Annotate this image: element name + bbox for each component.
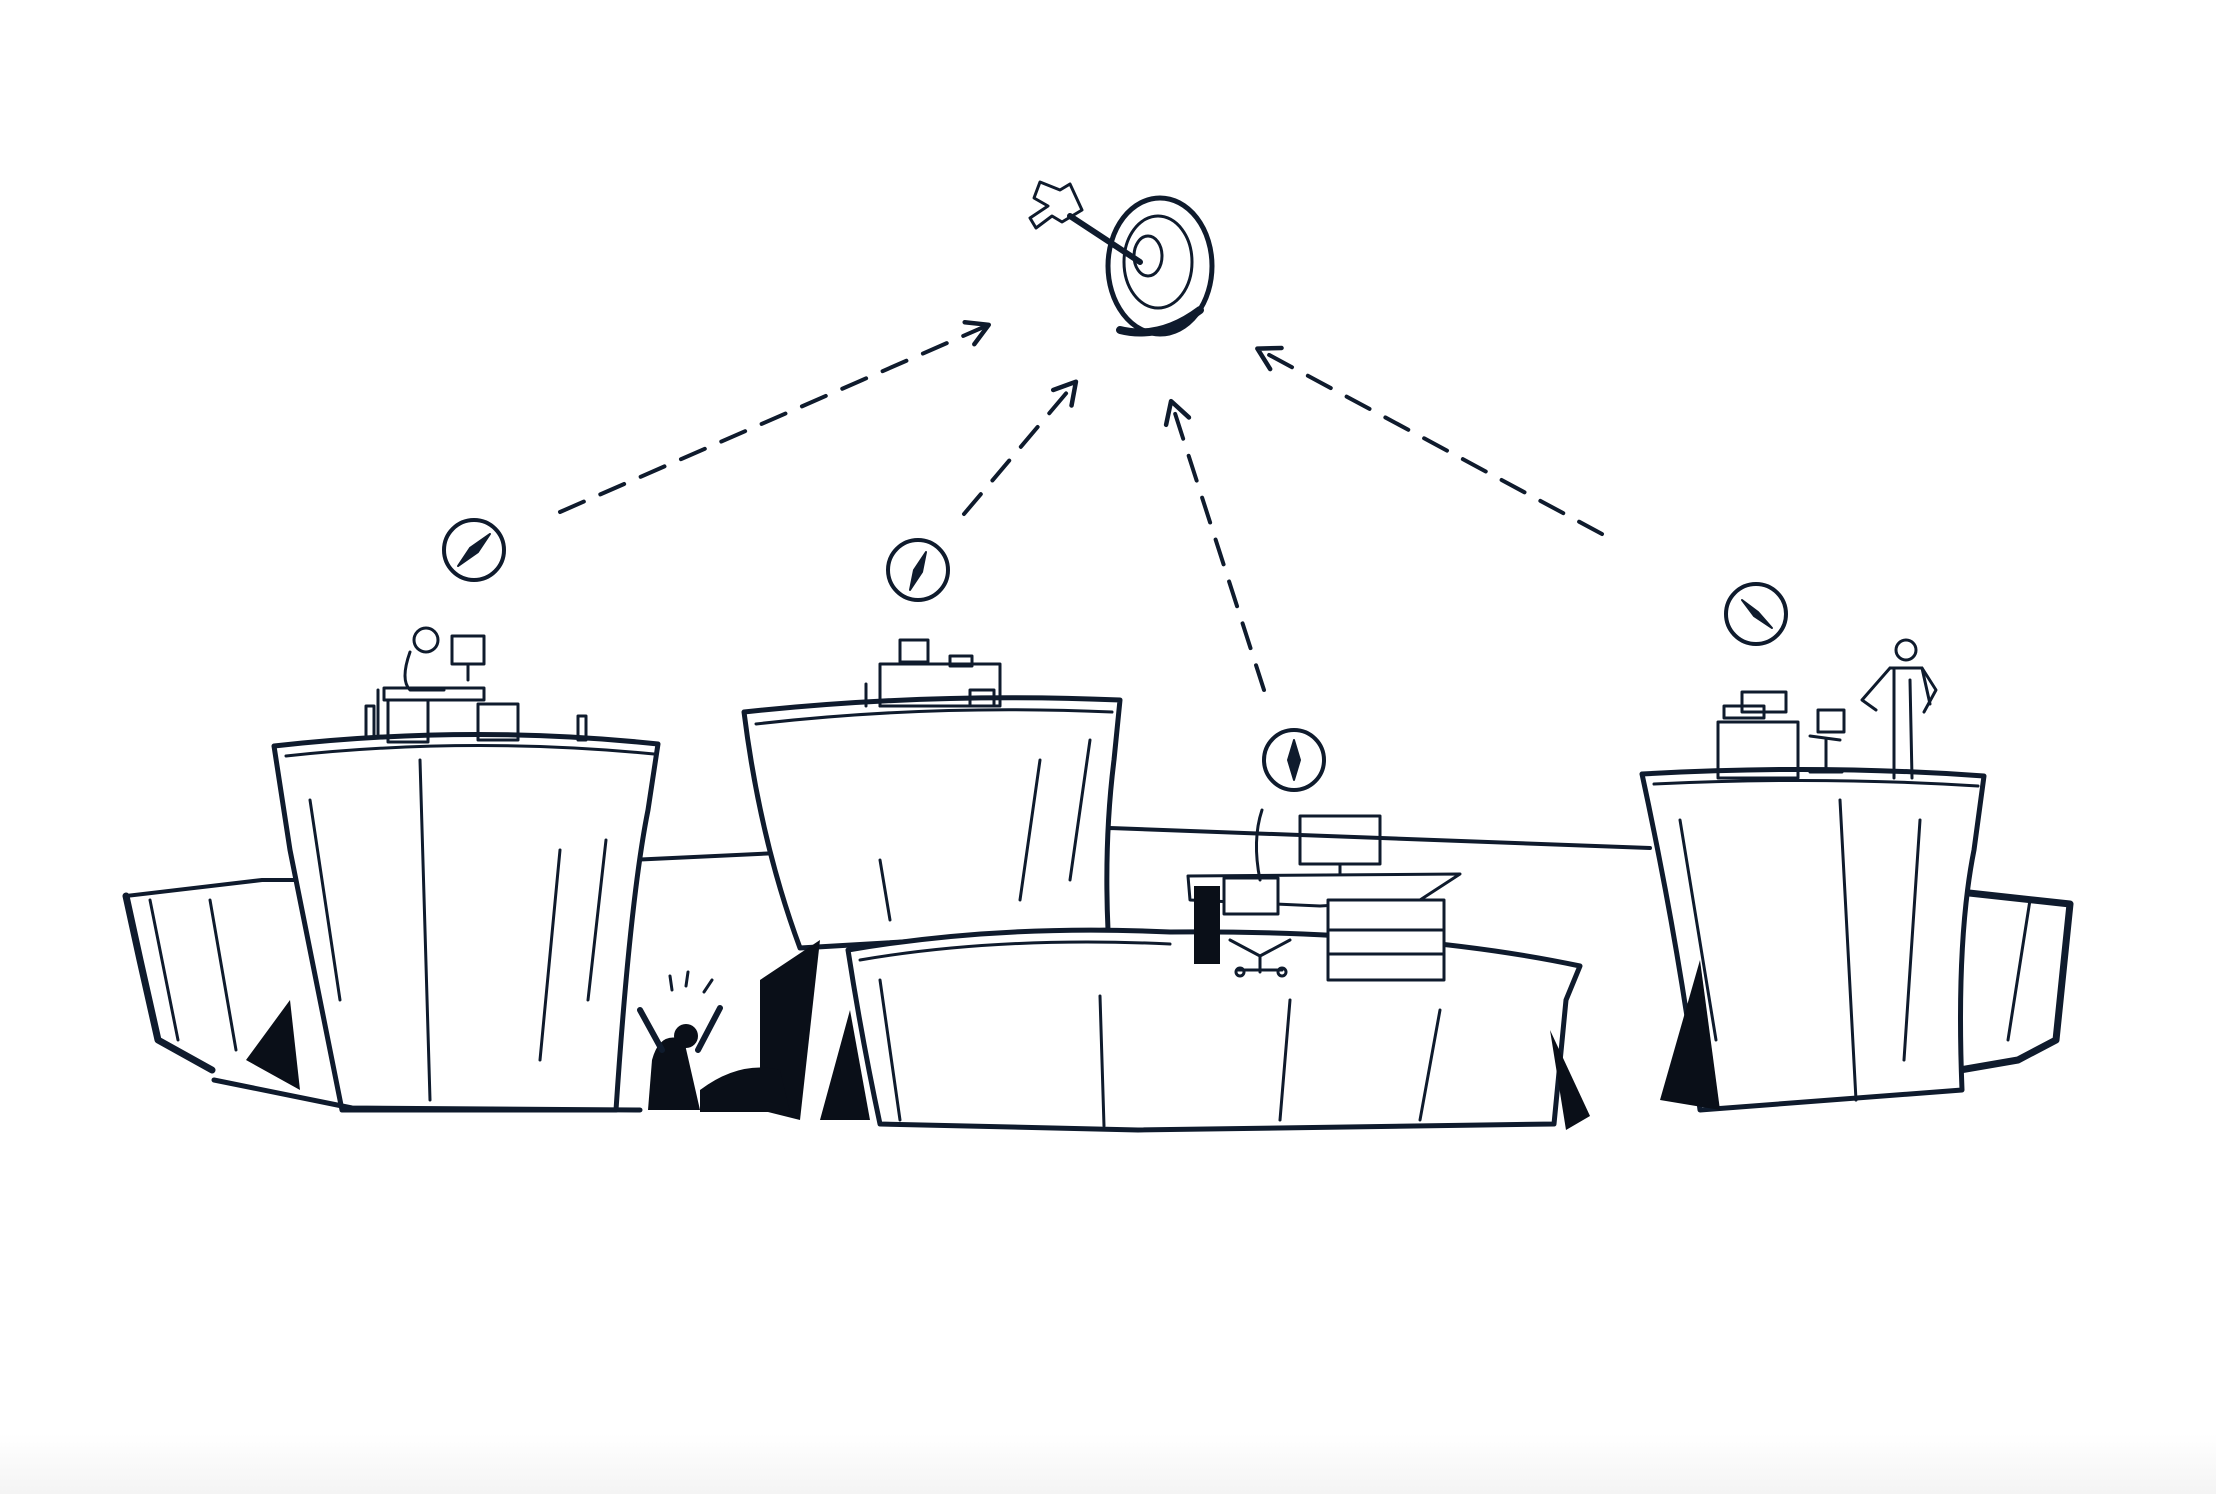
compass-icon — [1724, 582, 1788, 646]
pillar-2 — [741, 695, 1123, 1120]
floor-shadow — [0, 1434, 2216, 1494]
workstation-3 — [1186, 808, 1462, 982]
dashed-arrow-icon — [558, 319, 991, 514]
dashed-arrow-icon — [962, 379, 1079, 516]
compass-icon — [442, 518, 506, 582]
dashed-arrow-icon — [1255, 345, 1604, 536]
workstation-2 — [864, 638, 1002, 708]
pillar-4 — [1639, 766, 1987, 1113]
left-rim — [122, 878, 302, 1074]
pillar-1 — [211, 732, 661, 1113]
cheering-person — [637, 970, 790, 1112]
workstation-1 — [364, 626, 588, 744]
target-with-arrow-icon — [1028, 180, 1215, 337]
right-rim — [1956, 888, 2074, 1074]
compass-icon — [1262, 728, 1326, 792]
compass-icon — [886, 538, 950, 602]
dashed-arrow-icon — [1163, 398, 1266, 692]
workstation-4 — [1716, 638, 1938, 780]
